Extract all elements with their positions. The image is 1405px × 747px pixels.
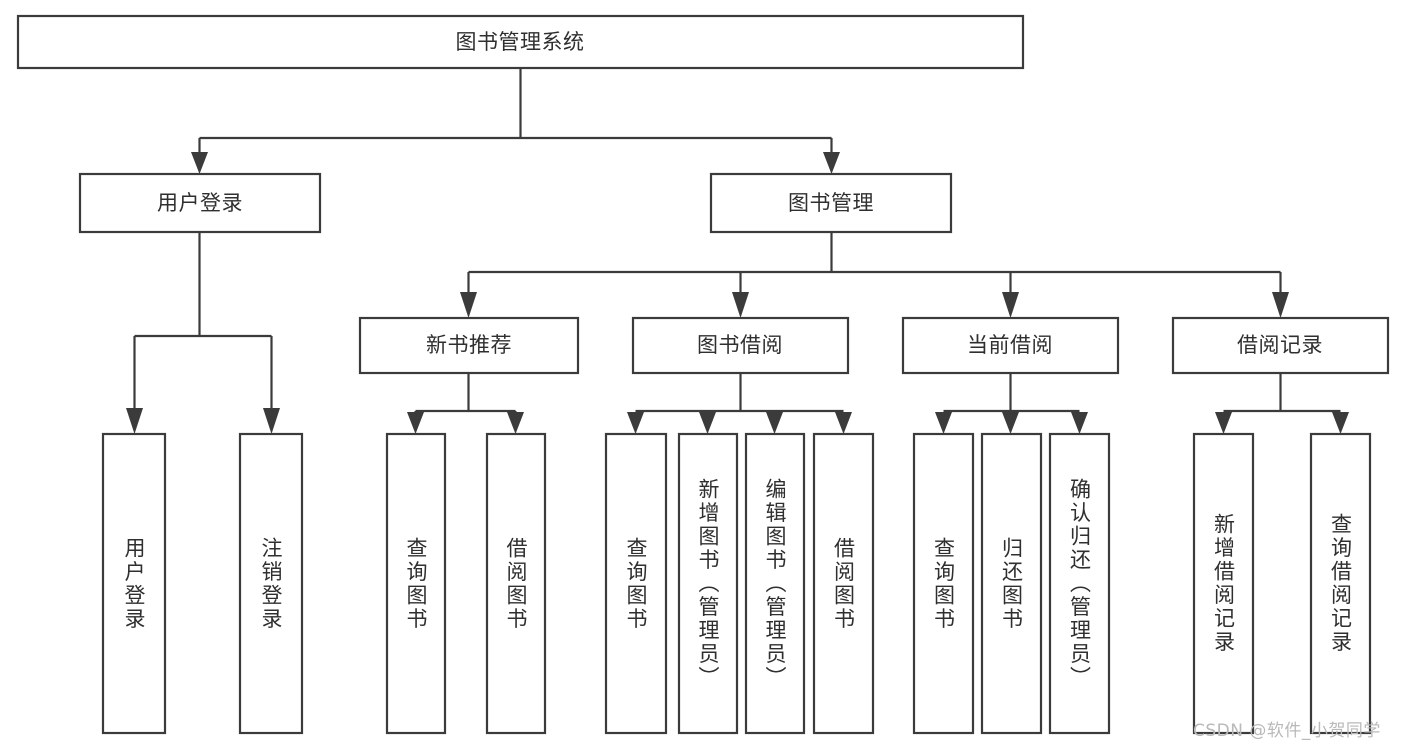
label-new-book-recommend: 新书推荐 — [426, 333, 512, 357]
node-box-book-management[interactable] — [709, 172, 953, 234]
node-box-root[interactable] — [16, 14, 1025, 70]
arrow-head-book-borrow — [732, 292, 749, 318]
arrow-head-current-borrow — [1002, 292, 1019, 318]
connector-layer — [126, 68, 1349, 434]
node-box-current-query-book[interactable] — [912, 432, 975, 735]
node-box-borrow-borrow-book[interactable] — [812, 432, 875, 735]
arrow-head-borrow-record — [1272, 292, 1289, 318]
label-user-login: 用户登录 — [157, 191, 243, 215]
arrow-head-borrow-query-book — [627, 412, 644, 434]
node-box-record-add[interactable] — [1192, 432, 1255, 735]
node-box-borrow-add-book[interactable] — [677, 432, 739, 735]
arrow-head-book-management — [823, 152, 840, 174]
node-box-borrow-record[interactable] — [1171, 316, 1390, 375]
node-box-record-query[interactable] — [1309, 432, 1372, 735]
label-current-borrow: 当前借阅 — [967, 333, 1053, 357]
node-box-new-book-recommend[interactable] — [358, 316, 580, 375]
node-box-borrow-edit-book[interactable] — [744, 432, 806, 735]
arrow-head-user-login — [191, 152, 208, 174]
node-box-borrow-query-book[interactable] — [604, 432, 668, 735]
node-box-recommend-borrow-book[interactable] — [485, 432, 547, 735]
label-borrow-record: 借阅记录 — [1237, 333, 1323, 357]
arrow-head-current-confirm-return — [1071, 412, 1088, 434]
arrow-head-recommend-query-book — [407, 412, 424, 434]
csdn-watermark: CSDN @软件_小贺同学 — [1193, 721, 1381, 741]
node-box-user-login-do[interactable] — [101, 432, 167, 735]
node-box-layer — [16, 14, 1390, 735]
node-box-current-borrow[interactable] — [901, 316, 1120, 375]
arrow-head-current-return-book — [1002, 412, 1019, 434]
arrow-head-current-query-book — [935, 412, 952, 434]
arrow-head-user-login-do — [126, 408, 143, 434]
node-box-user-login[interactable] — [78, 172, 322, 234]
arrow-head-new-book-recommend — [460, 292, 477, 318]
node-box-recommend-query-book[interactable] — [385, 432, 447, 735]
arrow-head-record-query — [1332, 412, 1349, 434]
node-box-book-borrow[interactable] — [631, 316, 850, 375]
label-root: 图书管理系统 — [456, 30, 585, 54]
label-book-borrow: 图书借阅 — [697, 333, 783, 357]
node-box-current-return-book[interactable] — [980, 432, 1043, 735]
arrow-head-borrow-edit-book — [766, 412, 783, 434]
arrow-head-recommend-borrow-book — [507, 412, 524, 434]
arrow-head-borrow-borrow-book — [835, 412, 852, 434]
label-book-management: 图书管理 — [788, 191, 874, 215]
arrow-head-user-logout — [263, 408, 280, 434]
node-box-current-confirm-return[interactable] — [1048, 432, 1111, 735]
arrow-head-borrow-add-book — [699, 412, 716, 434]
arrow-head-record-add — [1215, 412, 1232, 434]
node-box-user-logout[interactable] — [238, 432, 304, 735]
horizontal-label-layer: 图书管理系统 用户登录 图书管理 新书推荐 图书借阅 当前借阅 借阅记录 — [157, 30, 1323, 357]
